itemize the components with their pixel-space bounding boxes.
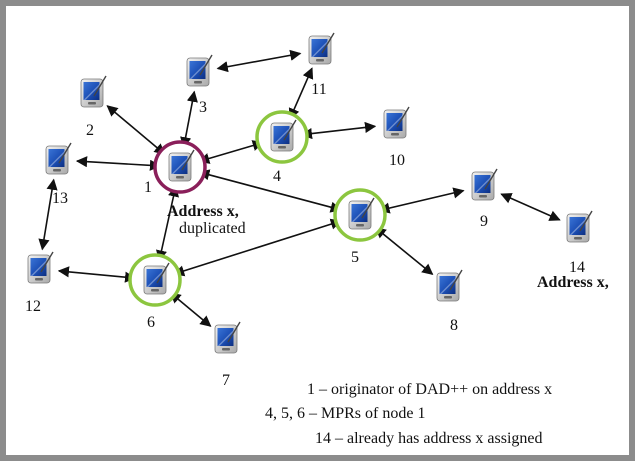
link-1-2 [106,105,166,155]
node-label-2: 2 [86,122,94,139]
nodes-layer [27,32,593,354]
pda-device-icon-node-3 [186,54,213,87]
pda-device-icon-node-7 [214,321,241,354]
node-label-1: 1 [144,179,152,196]
link-5-9 [378,187,465,214]
pda-device-icon-node-5 [348,197,375,230]
node-1-annotation-line1: Address x, [167,203,239,220]
legend-line-2: 4, 5, 6 – MPRs of node 1 [265,405,425,422]
link-1-5 [198,169,342,213]
link-6-7 [169,292,212,327]
node-label-9: 9 [480,213,488,230]
link-5-8 [374,226,434,276]
link-6-12 [57,266,137,283]
pda-device-icon-node-13 [45,142,72,175]
node-label-5: 5 [351,249,359,266]
node-label-10: 10 [389,152,405,169]
node-label-6: 6 [147,314,155,331]
node-14-annotation-line1: Address x, [537,274,609,291]
node-label-13: 13 [52,190,68,207]
pda-device-icon-node-6 [143,262,170,295]
link-4-11 [288,67,314,120]
pda-device-icon-node-11 [308,32,335,65]
pda-device-icon-node-8 [436,269,463,302]
link-1-4 [198,140,264,164]
link-12-13 [38,178,58,251]
node-label-3: 3 [199,99,207,116]
links-layer [38,49,561,327]
node-label-14: 14 [569,259,585,276]
rings-layer [128,110,387,307]
link-1-13 [75,156,162,171]
pda-device-icon-node-12 [27,251,54,284]
pda-device-icon-node-1 [168,149,195,182]
node-label-12: 12 [25,298,41,315]
node-label-4: 4 [273,168,281,185]
link-1-6 [156,185,179,262]
link-3-11 [216,49,302,73]
legend-line-1: 1 – originator of DAD++ on address x [307,381,552,398]
pda-device-icon-node-10 [383,106,410,139]
node-label-7: 7 [222,372,230,389]
pda-device-icon-node-14 [566,210,593,243]
node-label-11: 11 [311,81,326,98]
link-4-10 [300,121,377,140]
node-1-annotation-line2: duplicated [179,220,246,237]
legend-line-3: 14 – already has address x assigned [315,430,543,447]
node-label-8: 8 [450,317,458,334]
pda-device-icon-node-4 [270,119,297,152]
link-9-14 [500,193,561,221]
pda-device-icon-node-2 [80,75,107,108]
pda-device-icon-node-9 [471,168,498,201]
link-5-6 [173,218,342,277]
link-1-3 [180,90,198,149]
